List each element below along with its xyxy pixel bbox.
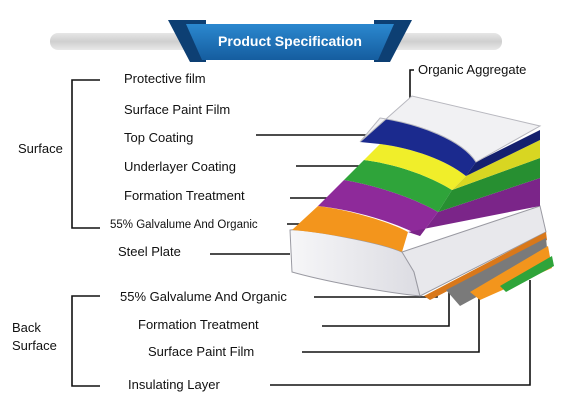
layer-label-protective-film: Protective film <box>124 71 206 86</box>
steel-plate-side <box>401 205 547 297</box>
protective-film <box>359 95 542 163</box>
back-surface-label-line2: Surface <box>12 338 57 353</box>
leader-lines <box>71 69 531 387</box>
layer-label-galvalume-organic: 55% Galvalume And Organic <box>110 219 258 231</box>
sheet-illustration <box>289 95 554 306</box>
underlayer-coating <box>344 160 452 212</box>
surface-paint <box>360 118 476 176</box>
galvalume-top <box>292 206 408 252</box>
layer-label-underlayer-coating: Underlayer Coating <box>124 159 237 174</box>
formation-layer <box>318 180 438 236</box>
pointer-back-paint <box>302 284 480 353</box>
header-banner <box>50 20 502 62</box>
banner-title: Product Specification <box>218 33 362 49</box>
back-gray-band <box>446 238 548 306</box>
layer-label-surface-paint-film: Surface Paint Film <box>124 102 231 117</box>
back-galvalume-strip <box>424 232 547 300</box>
layer-label-top-coating: Top Coating <box>124 130 194 145</box>
back-surface-bracket <box>71 295 100 387</box>
organic-aggregate-label: Organic Aggregate <box>418 62 527 77</box>
surface-paint-side <box>466 130 540 176</box>
surface-group-label: Surface <box>18 141 63 156</box>
back-label-galvalume-organic: 55% Galvalume And Organic <box>120 289 287 304</box>
layer-label-formation-treatment: Formation Treatment <box>124 188 245 203</box>
back-label-insulating-layer: Insulating Layer <box>128 377 220 392</box>
back-green-layer <box>500 256 554 292</box>
formation-side <box>408 178 540 236</box>
back-label-formation-treatment: Formation Treatment <box>138 317 259 332</box>
pointer-back-formation <box>322 287 450 327</box>
back-surface-label-line1: Back <box>12 320 41 335</box>
back-orange-layer <box>470 246 552 300</box>
underlayer-side <box>438 158 540 212</box>
pointer-organic-aggregate <box>409 69 414 106</box>
back-label-surface-paint-film: Surface Paint Film <box>148 344 255 359</box>
layer-label-steel-plate: Steel Plate <box>118 244 181 259</box>
pointer-insulating <box>270 280 531 386</box>
top-coating <box>364 144 466 190</box>
surface-bracket <box>71 79 100 229</box>
banner-ribbon <box>186 24 394 60</box>
top-coating-side <box>452 140 540 190</box>
